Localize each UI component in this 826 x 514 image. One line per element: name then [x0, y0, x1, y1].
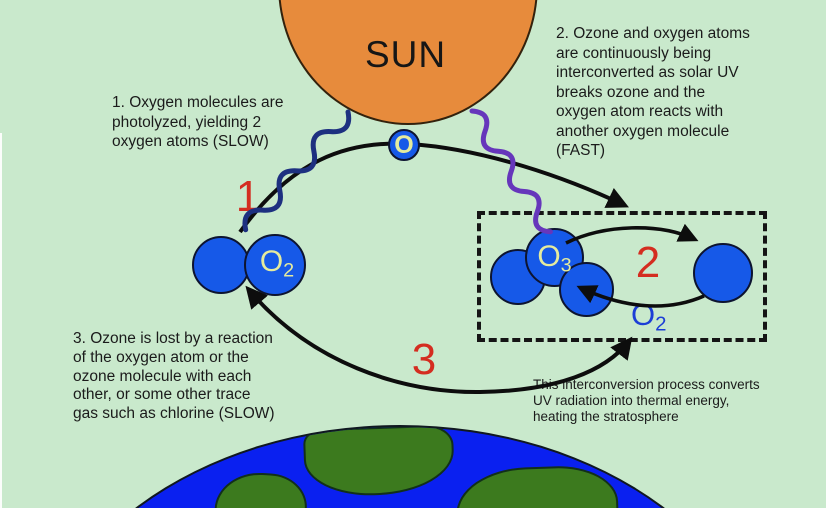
product-oxygen-subscript: 2 [655, 312, 667, 336]
note-step3: 3. Ozone is lost by a reaction of the ox… [73, 330, 275, 422]
note-step1: 1. Oxygen molecules are photolyzed, yiel… [112, 94, 284, 151]
oxygen-molecule-symbol: O [259, 245, 284, 278]
atom-to-ozone-arrow [576, 285, 705, 308]
loss-cycle-arrow [245, 285, 633, 395]
uv-wave-right-icon [469, 108, 553, 235]
step-number-2: 2 [635, 238, 661, 287]
ozone-symbol: O [537, 240, 561, 273]
ozone-to-atom-arrow [565, 223, 699, 245]
sun-label: SUN [364, 34, 447, 75]
ozone-subscript: 3 [560, 254, 572, 277]
uv-wave-left-icon [242, 109, 352, 233]
bottom-white-strip [0, 508, 826, 514]
oxygen-molecule-label: O2 [246, 247, 308, 281]
oxygen-atom [388, 129, 420, 161]
left-white-strip [0, 133, 2, 508]
note-step2: 2. Ozone and oxygen atoms are continuous… [556, 25, 750, 160]
oxygen-molecule-subscript: 2 [283, 259, 295, 282]
photolysis-arrow [238, 141, 629, 234]
oxygen-atom-label: O [394, 131, 414, 159]
note-interconversion: This interconversion process converts UV… [533, 377, 760, 424]
free-oxygen-atom [693, 243, 753, 303]
ozone-label: O3 [525, 242, 584, 276]
